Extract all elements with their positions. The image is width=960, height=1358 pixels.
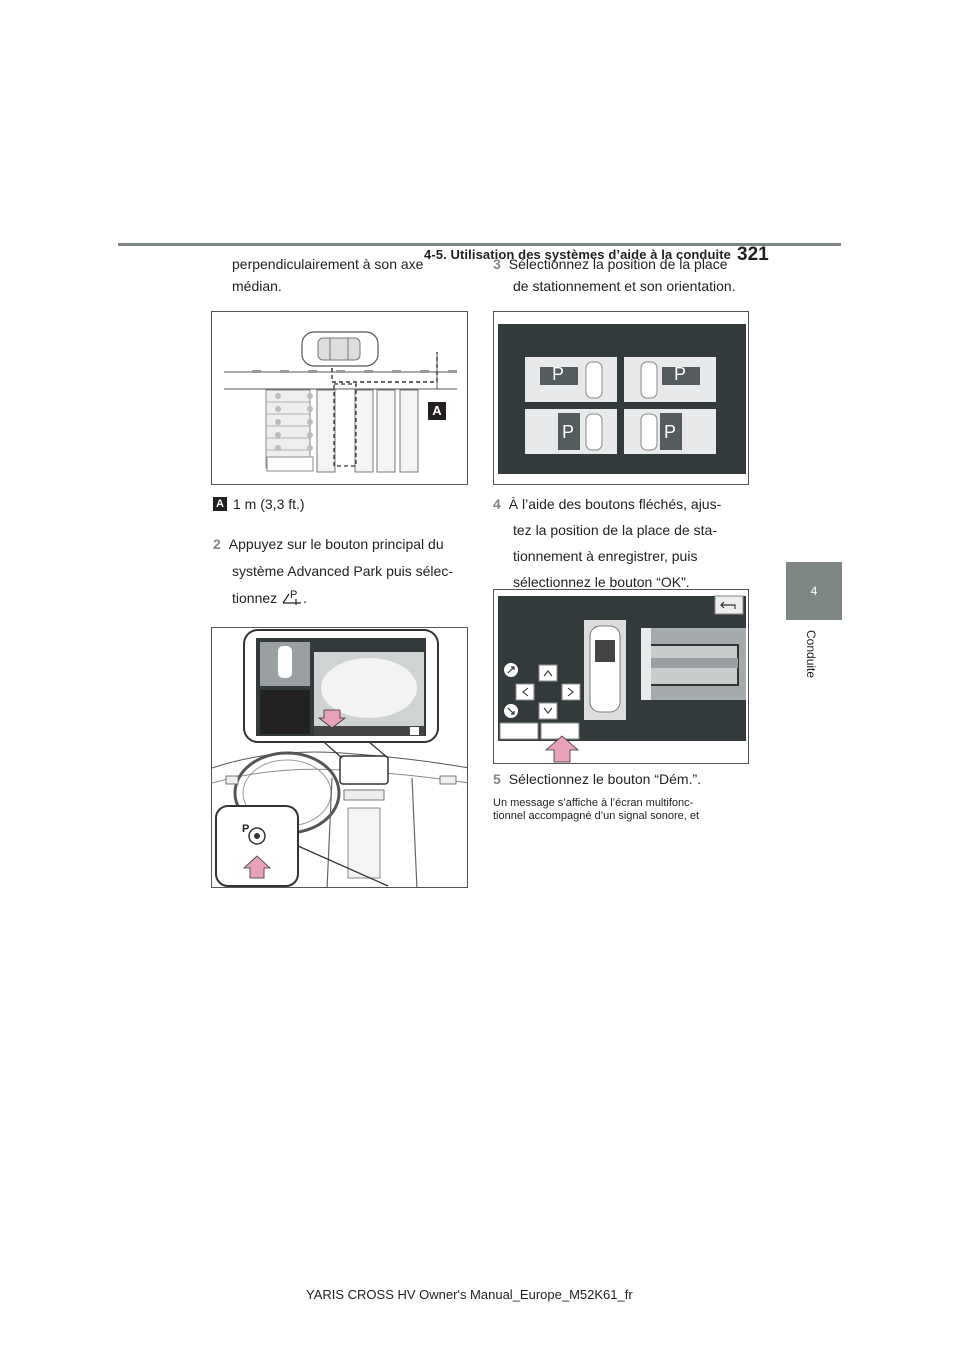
- step-2-text-3: tionnez: [232, 590, 278, 606]
- figure-label-a: A: [428, 402, 446, 420]
- slot-label-3[interactable]: P: [562, 422, 575, 442]
- step-3-line-1: 3 Sélectionnez la position de la place: [493, 253, 728, 275]
- intro-line-2: médian.: [232, 278, 282, 294]
- chapter-label-text: Conduite: [804, 630, 818, 679]
- arrow-right-button: [561, 683, 581, 701]
- park-button-letter: P: [242, 823, 250, 835]
- step-3-line-2: de stationnement et son orientation.: [513, 278, 736, 294]
- step-4-line-2: tez la position de la place de sta-: [513, 522, 717, 538]
- figure-slot-selection: P P P P: [493, 311, 749, 485]
- step-3-text-1: Sélectionnez la position de la place: [508, 256, 728, 272]
- arrow-left-button: [515, 683, 535, 701]
- step-4-line-3: tionnement à enregistrer, puis: [513, 548, 698, 564]
- step-4-number: 4: [493, 496, 501, 512]
- step-2-line-2: système Advanced Park puis sélec-: [232, 563, 453, 579]
- back-icon: [720, 601, 736, 609]
- step-5-line: 5 Sélectionnez le bouton “Dém.”.: [493, 768, 701, 790]
- note-line-1: Un message s’affiche à l’écran multifonc…: [493, 797, 694, 809]
- slot-label-2[interactable]: P: [674, 364, 687, 384]
- step-2-end: .: [303, 590, 307, 606]
- note-line-2: tionnel accompagné d’un signal sonore, e…: [493, 810, 700, 822]
- step-4-line-1: 4 À l’aide des boutons fléchés, ajus-: [493, 493, 721, 515]
- advanced-park-icon-letter: P: [290, 589, 298, 601]
- step-2-number: 2: [213, 536, 221, 552]
- step-3-number: 3: [493, 256, 501, 272]
- adjust-position-screen: [494, 590, 748, 763]
- step-2-text-1: Appuyez sur le bouton principal du: [228, 536, 444, 552]
- step-4-line-4: sélectionnez le bouton “OK”.: [513, 574, 690, 590]
- intro-line-1: perpendiculairement à son axe: [232, 256, 424, 272]
- cancel-button: [499, 722, 539, 740]
- dashboard-illustration: [212, 629, 467, 887]
- chapter-label: Conduite: [804, 630, 822, 690]
- step-2-line-1: 2 Appuyez sur le bouton principal du: [213, 533, 444, 555]
- slot-selection-screen: [494, 312, 748, 484]
- highlight-arrow-icon: [544, 735, 580, 763]
- step-4-text-1: À l’aide des boutons fléchés, ajus-: [508, 496, 722, 512]
- header-divider: [118, 243, 841, 246]
- figure-parking-lot: A: [211, 311, 468, 485]
- step-5-number: 5: [493, 771, 501, 787]
- slot-label-4[interactable]: P: [664, 422, 677, 442]
- legend-text: 1 m (3,3 ft.): [233, 496, 305, 512]
- section-title: 4-5. Utilisation des systèmes d’aide à l…: [424, 247, 731, 262]
- chapter-tab[interactable]: 4: [786, 562, 842, 620]
- figure-dashboard: P: [211, 627, 468, 888]
- legend-label-a: A: [213, 497, 227, 511]
- arrow-up-button: [538, 664, 558, 682]
- arrow-down-button: [538, 702, 558, 720]
- advanced-park-icon: P: [281, 588, 303, 606]
- car-icon: [301, 331, 379, 367]
- manual-footer: YARIS CROSS HV Owner's Manual_Europe_M52…: [306, 1287, 633, 1302]
- step-2-line-3: tionnez P .: [232, 587, 307, 609]
- figure-adjust-position: [493, 589, 749, 764]
- parking-lot-illustration: [224, 331, 457, 473]
- page-number: 321: [737, 244, 769, 265]
- ok-button: [540, 722, 580, 740]
- slot-label-1[interactable]: P: [552, 364, 565, 384]
- step-5-text: Sélectionnez le bouton “Dém.”.: [508, 771, 702, 787]
